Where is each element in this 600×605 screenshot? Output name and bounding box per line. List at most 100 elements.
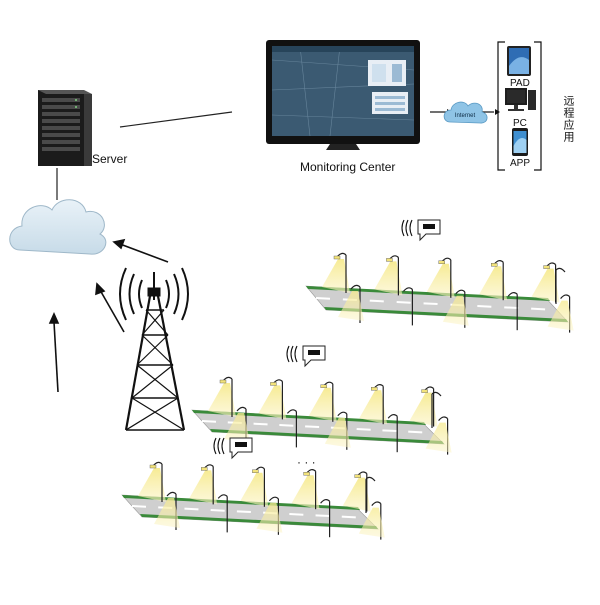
remote-application-label: 远程应用 — [562, 95, 574, 143]
lane-dash — [236, 510, 251, 514]
lamp-head — [333, 255, 341, 260]
lane-dash — [423, 302, 438, 306]
lamp-light-beam — [442, 295, 469, 326]
controller-callout — [302, 345, 326, 368]
lane-dash — [253, 422, 268, 426]
lane-dash — [408, 430, 423, 434]
lane-dash — [369, 299, 384, 303]
lamp-light-beam — [189, 470, 218, 505]
lamp-light-beam — [338, 291, 364, 321]
lamp-arm — [402, 287, 413, 292]
lamp-light-beam — [138, 468, 166, 502]
lane-dash — [382, 429, 397, 433]
controller-device-icon — [235, 442, 247, 447]
lamp-light-beam — [240, 472, 269, 507]
lamp-light-beam — [358, 507, 385, 538]
lamp-light-beam — [425, 422, 452, 453]
signal-arc — [213, 437, 217, 455]
controller-device-icon — [423, 224, 435, 229]
road-segment — [121, 437, 385, 540]
lamp-head — [543, 265, 550, 269]
lane-dash — [201, 420, 217, 423]
lamp-head — [491, 263, 498, 267]
grass-strip — [306, 286, 550, 301]
lane-dash — [531, 307, 546, 311]
grass-strip — [192, 410, 426, 425]
lamp-arm — [268, 496, 279, 502]
ellipsis-marker: · · · — [297, 455, 316, 469]
lane-dash — [184, 507, 199, 511]
grass-strip — [140, 514, 378, 529]
lamp-head — [252, 469, 259, 473]
grass-strip — [210, 429, 444, 444]
lamp-head — [371, 387, 378, 391]
signal-arc — [405, 219, 409, 237]
tablet-icon — [507, 46, 531, 76]
lamp-light-beam — [426, 263, 455, 298]
lamp-head — [320, 384, 327, 388]
lamp-light-beam — [308, 387, 337, 422]
grass-strip — [122, 495, 360, 510]
lamp-light-beam — [322, 259, 350, 293]
uplink-arrows — [48, 238, 169, 393]
lamp-arm — [365, 476, 376, 482]
lamp-arm — [350, 284, 361, 290]
lamp-arm — [320, 499, 331, 504]
signal-arc — [294, 345, 298, 363]
lane-dash — [396, 301, 411, 304]
lane-dash — [305, 425, 320, 429]
signal-arc — [221, 437, 225, 455]
lamp-light-beam — [374, 261, 403, 296]
devices-bracket-right — [534, 41, 542, 171]
signal-arc — [401, 219, 405, 237]
smartphone-icon — [512, 128, 528, 156]
lane-dash — [131, 505, 147, 508]
server-monitor-link — [119, 111, 233, 128]
lamp-head — [386, 258, 393, 262]
lamp-light-beam — [291, 475, 320, 510]
lamp-arm — [438, 416, 449, 421]
road-segments — [121, 219, 574, 540]
lane-dash — [356, 428, 371, 431]
lamp-head — [303, 472, 310, 476]
lamp-light-beam — [359, 390, 388, 425]
lamp-head — [200, 467, 208, 471]
lamp-arm — [286, 409, 297, 414]
lamp-arm — [387, 414, 398, 419]
lamp-light-beam — [256, 502, 283, 533]
lamp-arm — [337, 411, 348, 417]
grass-strip — [324, 307, 568, 322]
lamp-light-beam — [258, 385, 287, 420]
signal-arc — [217, 437, 221, 455]
signal-arc — [409, 219, 413, 237]
signal-arc — [286, 345, 290, 363]
lane-dash — [289, 513, 304, 516]
lane-dash — [279, 424, 294, 427]
controller-callout — [229, 437, 253, 460]
lamp-arm — [455, 289, 466, 295]
lamp-light-beam — [531, 268, 560, 303]
road-segment — [191, 345, 452, 455]
lane-dash — [210, 509, 225, 512]
lamp-arm — [507, 292, 518, 297]
controller-device-icon — [308, 350, 320, 355]
lamp-arm — [236, 406, 247, 412]
lane-dash — [477, 305, 492, 308]
lamp-arm — [217, 494, 228, 499]
lamp-light-beam — [154, 498, 180, 528]
lamp-arm — [555, 267, 566, 273]
lamp-light-beam — [409, 392, 438, 427]
monitor-icon — [266, 40, 420, 150]
lane-dash — [341, 515, 356, 519]
lamp-head — [354, 474, 361, 478]
lamp-head — [149, 464, 157, 469]
devices-bracket — [497, 41, 505, 171]
monitoring-center-label: Monitoring Center — [300, 160, 396, 174]
signal-arc — [290, 345, 294, 363]
lamp-light-beam — [208, 383, 236, 417]
cloud-icon — [9, 199, 107, 255]
server-label: Server — [92, 152, 128, 166]
lane-dash — [504, 306, 519, 310]
